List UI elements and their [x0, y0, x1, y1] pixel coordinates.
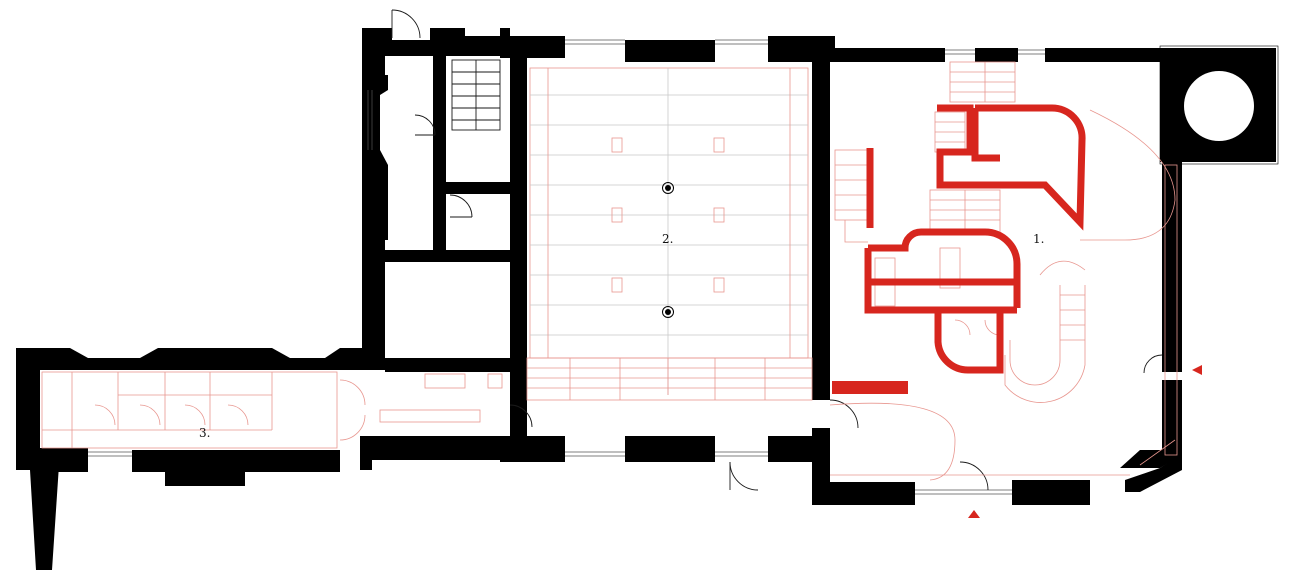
wing-3-south-wall-east: [325, 450, 340, 472]
link-block-cross-wall: [433, 182, 510, 194]
existing-walls: [16, 28, 1279, 570]
link-block-fitout: [391, 9, 859, 491]
windows: [88, 39, 1045, 495]
hall-2-south-wall-2: [625, 436, 715, 462]
entry-marker-east: [1192, 365, 1202, 375]
new-wall-north-pod: [936, 104, 1086, 231]
room-label-2: 2.: [662, 232, 673, 246]
link-block-mid-wall: [385, 250, 510, 262]
new-wall-block: [832, 381, 908, 394]
hall-2-east-wall: [812, 56, 830, 400]
room-1-north-wall-3: [1045, 48, 1165, 62]
hall-2-south-wall-1: [527, 436, 565, 462]
hall-2-south-wall-3: [768, 436, 830, 462]
room-1-south-wall-1: [812, 462, 915, 505]
hall-2-west-wall: [510, 56, 527, 436]
wing-3-fitout: [41, 371, 503, 449]
tower-void: [1184, 71, 1254, 141]
room-label-3: 3.: [199, 426, 210, 440]
new-wall-rounded-pod: [934, 310, 1004, 374]
room-1-south-wall-2: [1012, 480, 1090, 505]
hall-2-north-pier-1: [625, 40, 715, 62]
new-wall-central-pod: [868, 228, 1021, 308]
wing-3-west-wall: [16, 348, 60, 570]
tower-outline: [1159, 45, 1279, 165]
room-1-southeast-diag: [1125, 455, 1182, 492]
hall-2-north-pier-2: [768, 36, 835, 62]
entry-marker-south: [968, 510, 980, 518]
room-1-north-wall-2: [975, 48, 1018, 62]
new-wall-north-pod-outer: [971, 108, 1000, 162]
link-block-inner-wall: [433, 50, 446, 188]
new-wall-central-pod-lower: [864, 248, 1017, 314]
link-block-north-wall: [362, 28, 510, 56]
hall-2-grid: [526, 67, 813, 401]
wing-3-south-wall-mid: [132, 450, 325, 486]
hall-2-north-wall: [500, 36, 565, 58]
link-block-south-wall: [385, 358, 510, 372]
wing-3-north-wall: [16, 348, 385, 370]
new-walls: [832, 104, 1086, 394]
room-1-fitout: [829, 61, 1178, 491]
link-block-west-wall: [362, 28, 388, 360]
wing-3-south-wall: [40, 448, 88, 472]
wing-3-south-wall-end: [360, 436, 510, 470]
room-1-north-wall: [830, 48, 945, 62]
link-block-lower-wall: [433, 194, 446, 250]
hall-2-west-wall-lower: [500, 436, 527, 462]
room-label-1: 1.: [1033, 232, 1044, 246]
